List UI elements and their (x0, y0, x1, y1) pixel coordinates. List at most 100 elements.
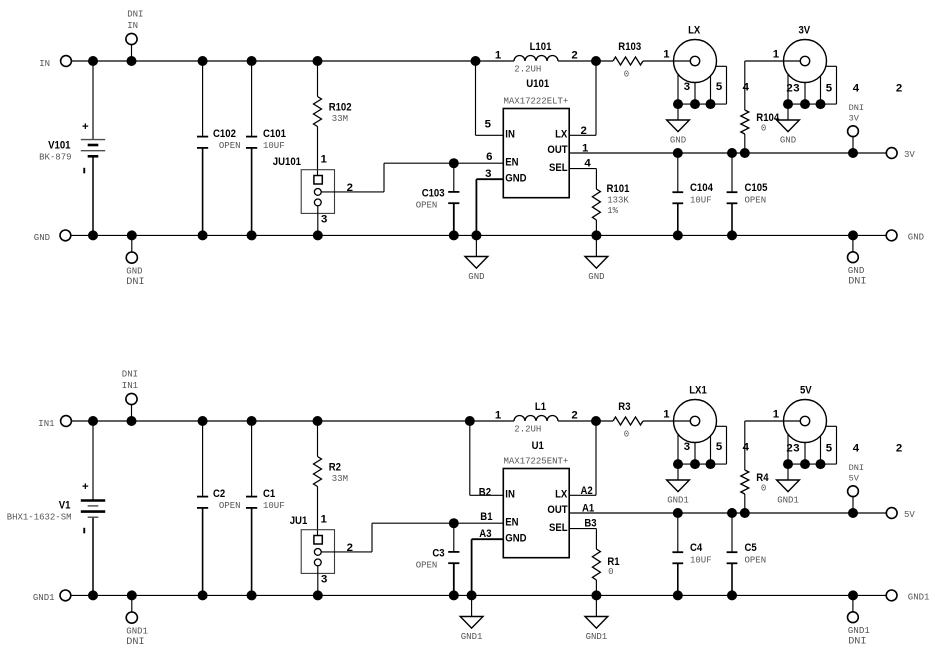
svg-text:C101: C101 (263, 128, 286, 140)
svg-text:C104: C104 (690, 182, 713, 194)
svg-text:33M: 33M (332, 114, 348, 124)
svg-text:3: 3 (684, 81, 690, 93)
svg-text:GND: GND (780, 136, 796, 146)
svg-text:R102: R102 (329, 101, 352, 113)
svg-text:3: 3 (684, 441, 690, 453)
svg-text:0: 0 (761, 483, 766, 493)
svg-text:B1: B1 (480, 511, 493, 523)
svg-text:BK-879: BK-879 (39, 152, 71, 162)
svg-text:C102: C102 (213, 128, 236, 140)
svg-text:GND: GND (126, 266, 142, 276)
svg-text:2.2UH: 2.2UH (514, 65, 541, 75)
svg-text:GND: GND (505, 532, 526, 544)
svg-text:GND1: GND1 (461, 632, 483, 642)
svg-text:1: 1 (582, 143, 589, 155)
svg-text:MAX17225ENT+: MAX17225ENT+ (504, 457, 569, 467)
svg-text:1: 1 (773, 49, 780, 61)
svg-text:5: 5 (716, 81, 723, 93)
svg-text:R104: R104 (756, 112, 779, 124)
svg-text:2: 2 (896, 82, 902, 94)
svg-text:DNI: DNI (127, 10, 143, 20)
svg-text:3: 3 (793, 82, 799, 94)
svg-text:U1: U1 (532, 440, 545, 452)
svg-text:3V: 3V (849, 113, 860, 123)
svg-text:OPEN: OPEN (219, 141, 241, 151)
svg-text:EN: EN (505, 517, 518, 529)
svg-text:1: 1 (321, 513, 328, 525)
svg-text:IN: IN (39, 59, 50, 69)
svg-text:LX: LX (555, 489, 568, 501)
svg-text:1: 1 (663, 49, 670, 61)
svg-text:2.2UH: 2.2UH (514, 425, 541, 435)
svg-text:C1: C1 (263, 488, 276, 500)
svg-text:DNI: DNI (848, 277, 866, 288)
svg-text:1: 1 (321, 153, 328, 165)
svg-text:0: 0 (608, 567, 613, 577)
svg-text:JU101: JU101 (273, 156, 302, 168)
svg-text:DNI: DNI (849, 463, 864, 473)
svg-text:3V: 3V (798, 24, 810, 36)
svg-text:10UF: 10UF (263, 141, 285, 151)
svg-text:GND1: GND1 (777, 496, 799, 506)
svg-text:V101: V101 (48, 139, 71, 151)
svg-text:LX1: LX1 (689, 384, 707, 396)
svg-text:DNI: DNI (848, 637, 866, 648)
svg-text:5V: 5V (800, 384, 812, 396)
svg-text:IN: IN (127, 21, 138, 31)
svg-text:GND: GND (908, 233, 924, 243)
svg-text:4: 4 (853, 442, 860, 454)
svg-text:R3: R3 (618, 401, 630, 413)
svg-text:GND1: GND1 (848, 625, 871, 636)
svg-text:0: 0 (624, 429, 629, 439)
svg-text:OUT: OUT (547, 504, 567, 516)
svg-text:GND1: GND1 (586, 632, 608, 642)
svg-text:GND: GND (505, 172, 526, 184)
svg-text:OPEN: OPEN (745, 195, 767, 205)
svg-text:GND: GND (670, 136, 686, 146)
svg-text:R1: R1 (607, 556, 620, 568)
svg-text:IN1: IN1 (38, 419, 54, 429)
svg-text:3: 3 (321, 574, 327, 586)
svg-text:2: 2 (347, 542, 353, 554)
svg-text:U101: U101 (526, 78, 549, 90)
svg-text:DNI: DNI (122, 370, 138, 380)
svg-text:5: 5 (826, 82, 833, 94)
svg-text:GND1: GND1 (908, 593, 930, 603)
svg-text:5: 5 (485, 118, 492, 130)
svg-text:5V: 5V (904, 510, 915, 520)
svg-text:+: + (82, 481, 89, 493)
svg-text:IN1: IN1 (122, 381, 138, 391)
svg-text:OPEN: OPEN (745, 555, 767, 565)
svg-text:+: + (82, 121, 89, 133)
svg-text:33M: 33M (332, 474, 348, 484)
svg-text:IN: IN (505, 129, 515, 141)
svg-text:R101: R101 (607, 183, 630, 195)
svg-text:R4: R4 (756, 472, 769, 484)
svg-text:GND: GND (848, 265, 865, 276)
svg-text:DNI: DNI (126, 277, 144, 288)
svg-text:3: 3 (485, 168, 491, 180)
svg-text:2: 2 (896, 442, 902, 454)
svg-text:1: 1 (495, 409, 502, 421)
svg-text:GND: GND (468, 272, 484, 282)
svg-text:MAX17222ELT+: MAX17222ELT+ (504, 97, 569, 107)
svg-text:2: 2 (786, 442, 792, 454)
svg-text:5V: 5V (849, 473, 860, 483)
svg-text:1: 1 (663, 409, 670, 421)
svg-text:GND: GND (34, 233, 50, 243)
svg-text:DNI: DNI (849, 103, 864, 113)
svg-text:C5: C5 (745, 542, 758, 554)
svg-text:10UF: 10UF (263, 501, 285, 511)
svg-text:2: 2 (581, 125, 587, 137)
svg-text:A1: A1 (582, 503, 595, 515)
svg-text:SEL: SEL (549, 162, 568, 174)
svg-text:DNI: DNI (126, 637, 144, 648)
svg-text:R2: R2 (329, 461, 341, 473)
svg-text:1: 1 (773, 409, 780, 421)
svg-text:4: 4 (743, 442, 750, 454)
svg-text:GND1: GND1 (33, 593, 55, 603)
svg-text:C4: C4 (690, 542, 703, 554)
svg-text:4: 4 (743, 82, 750, 94)
svg-text:10UF: 10UF (690, 555, 712, 565)
svg-text:2: 2 (571, 49, 577, 61)
